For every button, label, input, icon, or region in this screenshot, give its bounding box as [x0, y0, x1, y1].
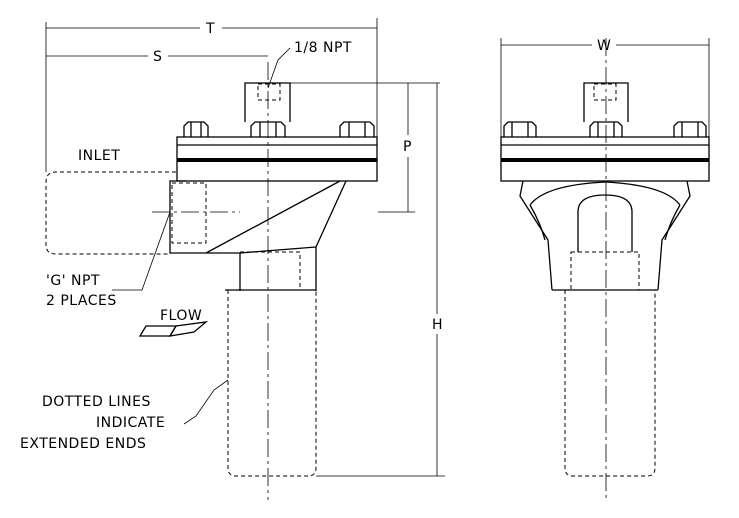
flow-label: FLOW	[160, 308, 202, 324]
dim-h-label: H	[432, 317, 443, 333]
dim-t-label: T	[205, 21, 215, 37]
note-line3: EXTENDED ENDS	[20, 436, 146, 452]
note-line2: INDICATE	[96, 415, 165, 431]
flow-arrow-icon	[138, 321, 209, 337]
g-npt-label-line2: 2 PLACES	[46, 293, 117, 309]
inlet-label: INLET	[78, 148, 120, 164]
side-view: T S 1/8 NPT P H INLET 'G' NPT 2 PLACES F…	[20, 18, 445, 500]
dim-p-label: P	[403, 139, 412, 155]
bolt-center	[250, 121, 286, 137]
bolt-left	[183, 121, 209, 137]
note-line1: DOTTED LINES	[42, 394, 151, 410]
npt-tap-label: 1/8 NPT	[294, 40, 352, 56]
dim-w-label: W	[597, 38, 611, 54]
dim-s-label: S	[153, 49, 162, 65]
g-npt-label-line1: 'G' NPT	[46, 273, 100, 289]
bolt-right	[339, 121, 375, 137]
front-view: W	[500, 38, 710, 500]
